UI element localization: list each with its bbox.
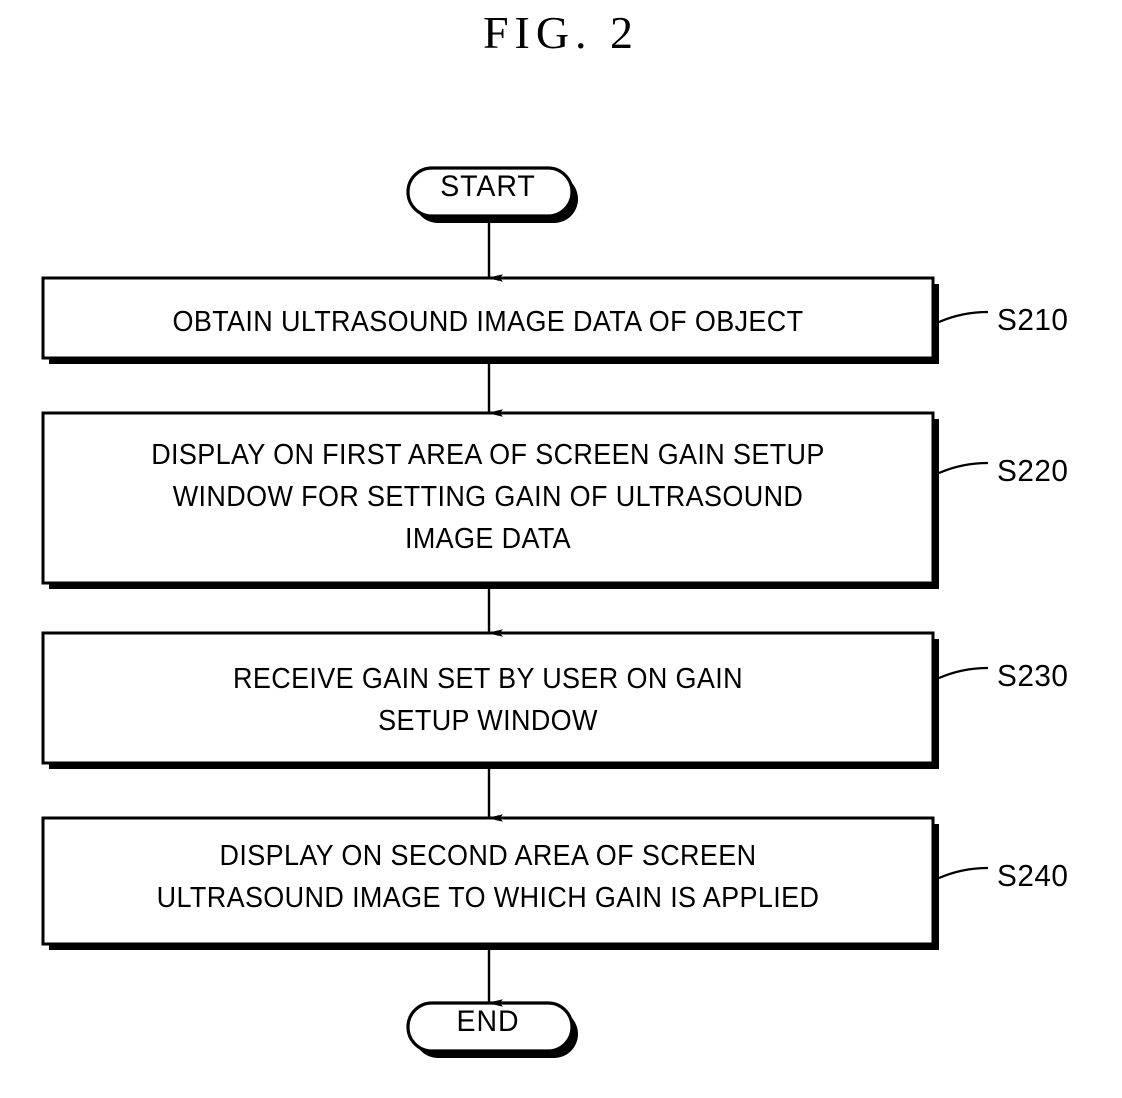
- node-s240: [41, 816, 939, 950]
- node-end: [406, 1001, 578, 1058]
- node-s230: [41, 631, 939, 769]
- figure-title: FIG. 2: [482, 7, 640, 58]
- node-start: [406, 166, 578, 223]
- step-label-s220: S220: [997, 453, 1069, 488]
- leader-line-s220: [938, 461, 989, 475]
- node-s220: [41, 411, 939, 589]
- step-label-s230: S230: [997, 658, 1069, 693]
- step-label-s240: S240: [997, 858, 1069, 893]
- leader-line-s210: [938, 310, 989, 324]
- leader-line-s230: [938, 666, 989, 680]
- node-s210: [41, 276, 939, 364]
- leader-line-s240: [938, 866, 989, 880]
- step-label-s210: S210: [997, 302, 1069, 337]
